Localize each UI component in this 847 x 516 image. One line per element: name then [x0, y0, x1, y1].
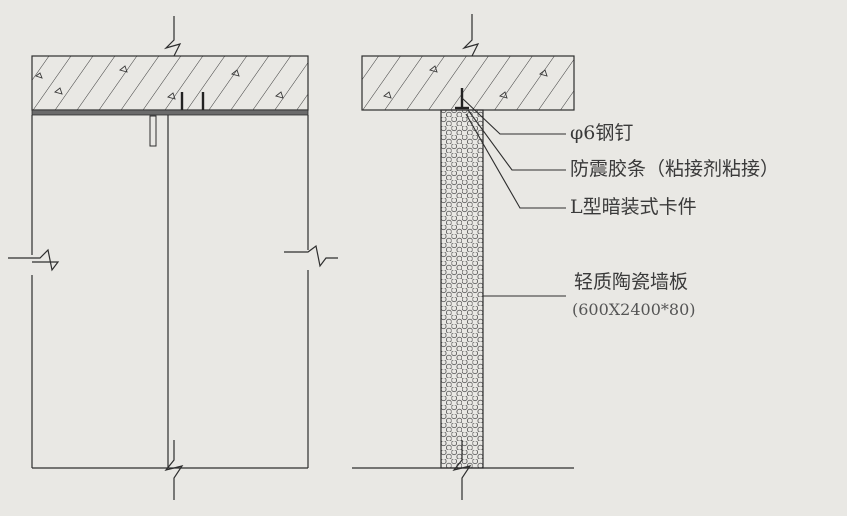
- left-top-break-mark: [163, 16, 182, 57]
- section-view: [352, 14, 575, 500]
- left-wall-panels: [31, 115, 309, 469]
- leader-seismic-strip: [467, 109, 566, 171]
- right-concrete-slab: [361, 55, 575, 111]
- label-steel-nail: φ6钢钉: [570, 122, 634, 144]
- left-nail-tip: [149, 115, 157, 147]
- right-bottom-break-mark: [452, 440, 472, 500]
- front-elevation-view: [8, 16, 338, 500]
- left-concrete-slab: [31, 55, 309, 111]
- right-slab-aggregate-marks: [383, 65, 548, 99]
- leader-steel-nail: [461, 97, 566, 135]
- left-side-break-mark: [8, 248, 60, 272]
- label-panel-size: (600X2400*80): [572, 300, 696, 319]
- left-bottom-break-mark: [164, 440, 184, 500]
- right-top-break-mark: [461, 14, 480, 57]
- left-slab-aggregate-marks: [35, 65, 284, 100]
- label-panel-name: 轻质陶瓷墙板: [574, 271, 689, 293]
- right-side-break-mark: [284, 244, 338, 268]
- left-l-clips: [180, 92, 205, 110]
- ceramic-wall-panel: [440, 109, 484, 469]
- leader-lines: [461, 97, 566, 297]
- label-seismic-strip: 防震胶条（粘接剂粘接）: [570, 158, 780, 180]
- left-seismic-strip: [31, 109, 309, 116]
- label-l-clip: L型暗装式卡件: [570, 196, 697, 218]
- leader-l-clip: [465, 113, 566, 209]
